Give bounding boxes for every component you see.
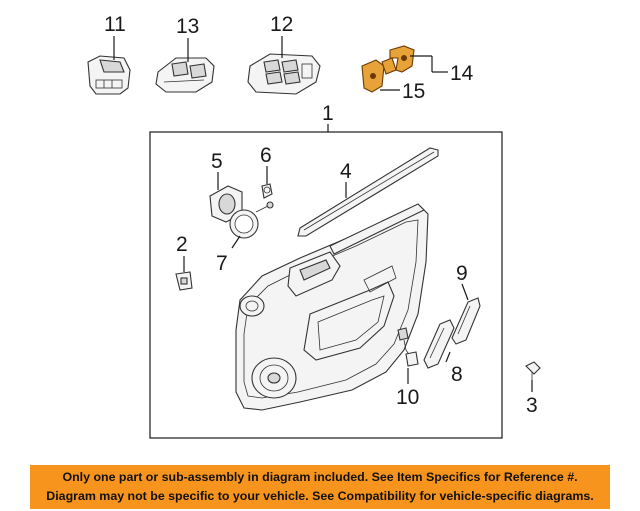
part-6-clip bbox=[261, 183, 273, 199]
part-5-bezel bbox=[209, 185, 243, 223]
leader-8 bbox=[445, 351, 451, 363]
callout-12: 12 bbox=[270, 13, 293, 36]
callout-3: 3 bbox=[526, 394, 538, 417]
part-13-switch bbox=[155, 57, 215, 93]
part-8-housing bbox=[423, 319, 455, 369]
part-9-lens bbox=[451, 297, 481, 345]
callout-9: 9 bbox=[456, 262, 468, 285]
part-14-bracket bbox=[389, 45, 415, 73]
callout-11: 11 bbox=[104, 13, 126, 36]
disclaimer-banner: Only one part or sub-assembly in diagram… bbox=[30, 465, 610, 509]
part-2-clip bbox=[175, 271, 193, 291]
callout-15: 15 bbox=[402, 80, 425, 103]
callout-10: 10 bbox=[396, 386, 419, 409]
part-7-ring bbox=[229, 201, 274, 239]
leader-7 bbox=[231, 235, 241, 249]
callout-2: 2 bbox=[176, 233, 188, 256]
part-4-molding bbox=[297, 147, 439, 237]
callout-7: 7 bbox=[216, 252, 228, 275]
part-12-switch bbox=[247, 53, 321, 95]
part-11-switch bbox=[87, 55, 131, 95]
disclaimer-line-2: Diagram may not be specific to your vehi… bbox=[46, 489, 594, 503]
part-15-bracket bbox=[361, 57, 397, 93]
callout-8: 8 bbox=[451, 363, 463, 386]
assembly-frame bbox=[149, 131, 503, 439]
callout-14: 14 bbox=[450, 62, 474, 85]
door-trim-panel bbox=[235, 203, 429, 411]
callout-1: 1 bbox=[322, 102, 334, 125]
callout-13: 13 bbox=[176, 15, 199, 38]
disclaimer-line-1: Only one part or sub-assembly in diagram… bbox=[62, 470, 578, 484]
leader-9 bbox=[461, 283, 469, 301]
callout-6: 6 bbox=[260, 144, 272, 167]
part-10-socket bbox=[397, 327, 419, 367]
callout-4: 4 bbox=[340, 160, 352, 183]
callout-5: 5 bbox=[211, 150, 223, 173]
part-3-clip bbox=[525, 361, 541, 380]
